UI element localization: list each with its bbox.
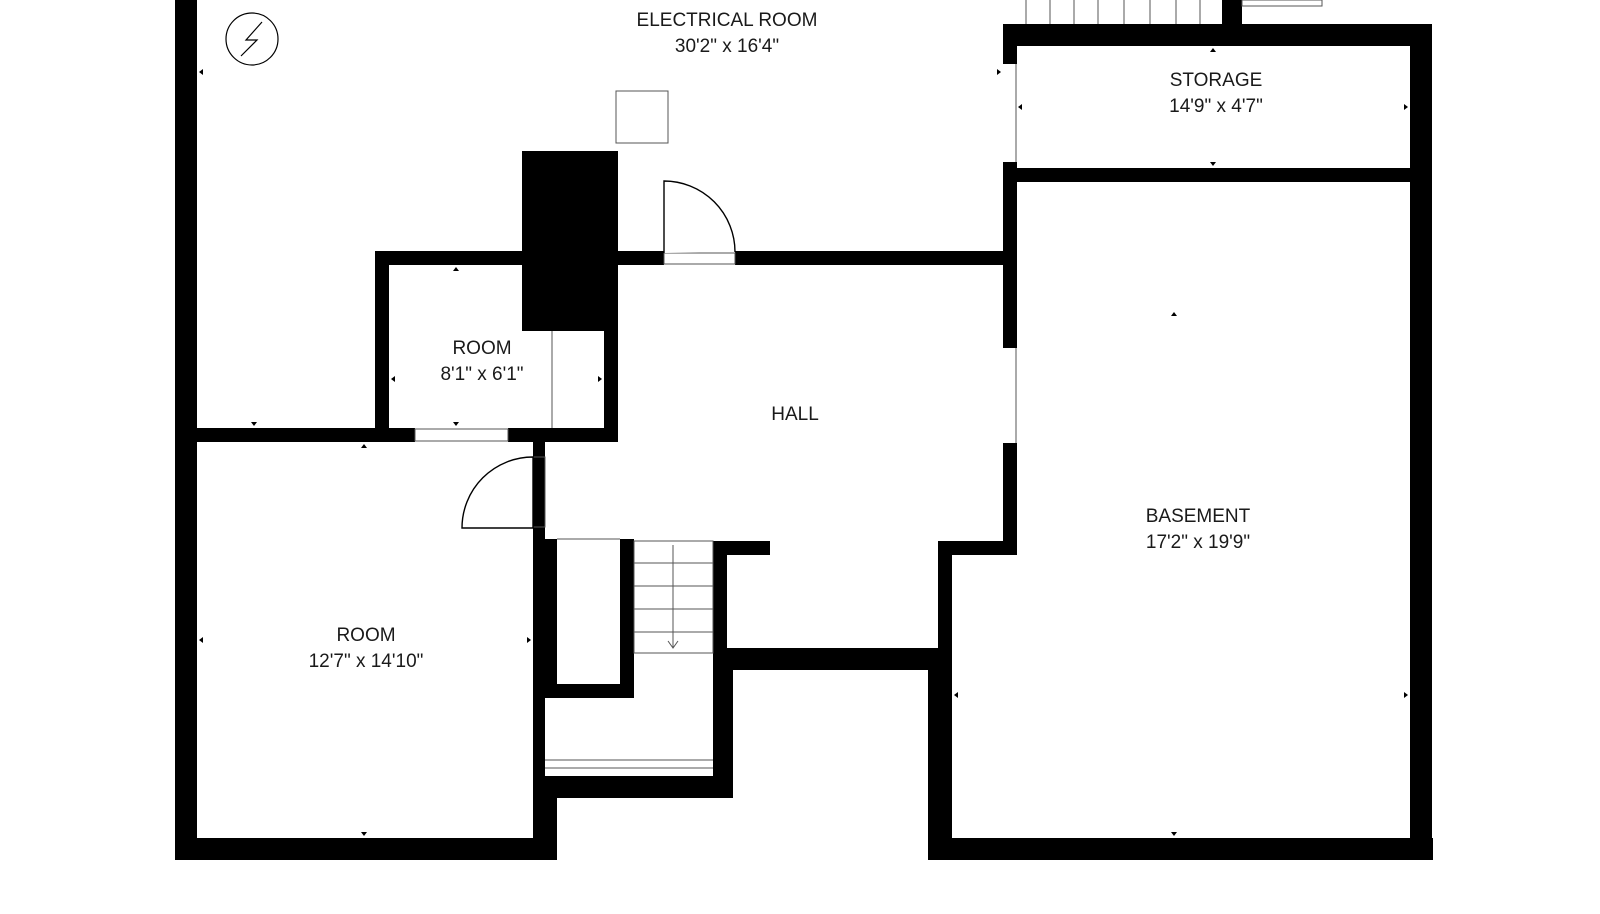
room-small: ROOM 8'1" x 6'1": [440, 338, 523, 385]
room-dimensions: 14'9" x 4'7": [1169, 96, 1263, 117]
wall-stair-top-ledge: [713, 541, 770, 555]
room-basement: BASEMENT 17'2" x 19'9": [1146, 506, 1251, 553]
room-hall: HALL: [771, 404, 819, 425]
wall-right: [1410, 24, 1432, 860]
wall-stair-bottom: [545, 776, 733, 798]
wall-stair-right: [713, 668, 733, 798]
electrical-symbol-icon: [225, 12, 279, 66]
room-dimensions: 8'1" x 6'1": [440, 364, 523, 385]
room-name: ROOM: [336, 625, 395, 646]
wall-stair-bottom-left: [545, 776, 557, 860]
walls: [175, 0, 1433, 860]
wall-room-small-right: [604, 330, 618, 442]
wall-storage-top: [1003, 24, 1432, 46]
wall-stair-inner: [620, 539, 634, 694]
wall-hall-bottom: [713, 648, 952, 670]
wall-electrical-bottom-b: [508, 428, 618, 442]
wall-hall-top-a: [618, 251, 664, 265]
wall-stair-inner-right: [713, 541, 727, 671]
room-small-door-opening: [414, 428, 509, 442]
room-storage: STORAGE 14'9" x 4'7": [1169, 70, 1263, 117]
wall-hall-right-bottom: [1003, 443, 1017, 553]
wall-top-stair-post: [1222, 0, 1242, 26]
wall-stair-inner-bottom: [545, 684, 634, 698]
door-electrical: [663, 180, 736, 265]
room-electrical: ELECTRICAL ROOM 30'2" x 16'4": [637, 10, 818, 57]
dimension-ticks: [199, 48, 1408, 836]
top-stairs-icon: [1025, 0, 1323, 24]
room-dimensions: 17'2" x 19'9": [1146, 532, 1250, 553]
wall-storage-bottom: [1003, 168, 1432, 182]
wall-basement-left: [938, 541, 952, 669]
wall-bottom-left: [175, 838, 555, 860]
wall-stair-left-top: [545, 539, 557, 694]
wall-storage-left-top: [1003, 24, 1017, 64]
room-dimensions: 12'7" x 14'10": [309, 651, 424, 672]
wall-hall-top-b: [735, 251, 1010, 265]
wall-hall-step: [938, 541, 1017, 555]
wall-basement-bottom: [928, 838, 1433, 860]
wall-room-large-right: [533, 442, 545, 860]
room-name: ELECTRICAL ROOM: [637, 10, 818, 31]
room-name: STORAGE: [1170, 70, 1263, 91]
wall-basement-left-lower: [928, 650, 952, 860]
wall-electrical-bottom: [175, 428, 415, 442]
electrical-panel-box: [615, 90, 669, 144]
wall-room-small-top: [375, 251, 525, 265]
stairs-icon: [633, 540, 714, 654]
room-large: ROOM 12'7" x 14'10": [309, 625, 424, 672]
room-name: ROOM: [452, 338, 511, 359]
door-room-large: [461, 456, 534, 529]
room-name: HALL: [771, 404, 819, 425]
wall-hall-right-top: [1003, 162, 1017, 348]
wall-room-small-left: [375, 251, 389, 442]
room-dimensions: 30'2" x 16'4": [675, 36, 779, 57]
chimney-block: [522, 151, 618, 331]
room-name: BASEMENT: [1146, 506, 1251, 527]
